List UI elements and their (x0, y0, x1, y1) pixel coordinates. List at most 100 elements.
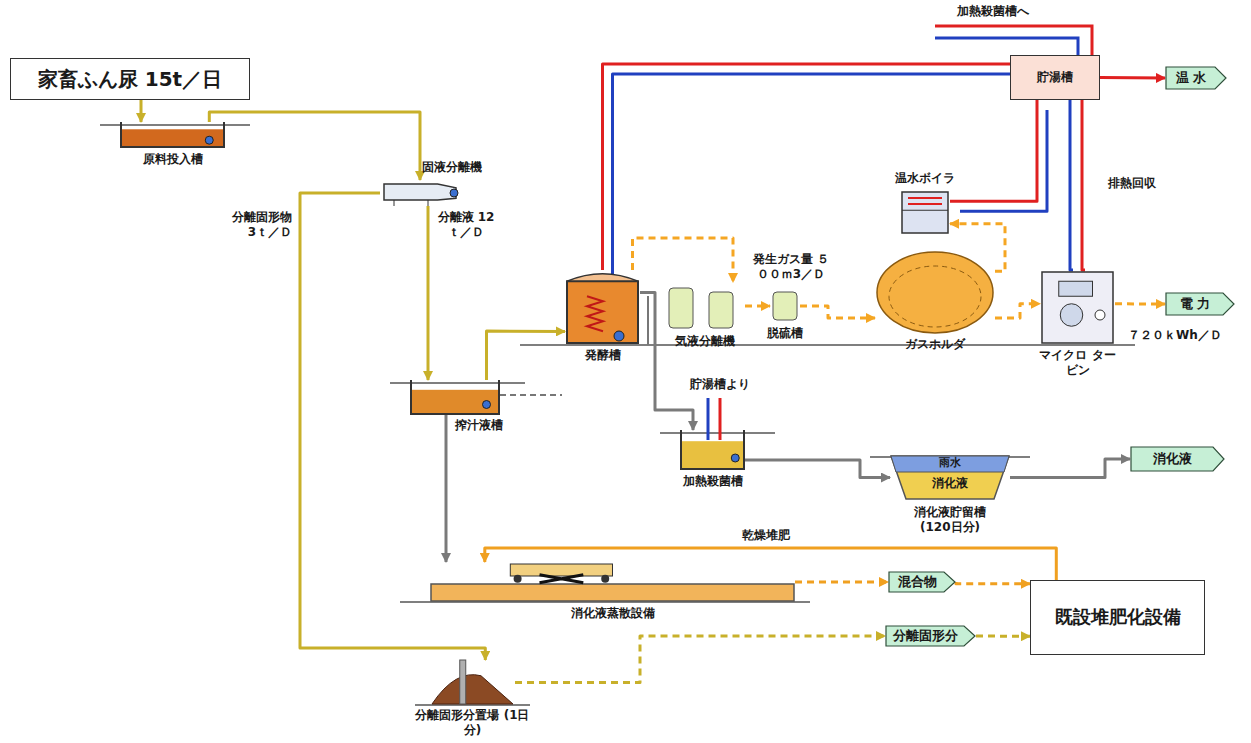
gas-holder: ガスホルダ (875, 250, 995, 335)
flow-rate-label: 分離液 12ｔ／Ｄ (434, 210, 498, 240)
node-label: 分離固形分 (893, 628, 958, 644)
flow-rate-label: 分離固形物 3ｔ／Ｄ (220, 210, 294, 240)
node-label: 原料投入槽 (120, 152, 225, 167)
note-label: 貯湯槽より (688, 377, 752, 392)
hot-water-tank: 貯湯槽 (1010, 55, 1100, 100)
pipe-line (950, 100, 1047, 211)
node-label: 固液分離機 (422, 160, 482, 175)
solids-yard: 分離固形分置場 (1日分) (430, 660, 515, 705)
pipe-line (956, 582, 1030, 584)
pipe-path (445, 415, 448, 562)
pipe-path (487, 331, 566, 380)
separator-shape (380, 180, 460, 206)
pipe-path (995, 304, 1040, 318)
pipe-path (427, 206, 430, 380)
pipe-path (633, 238, 734, 282)
node-label: 気液分離機 (665, 334, 745, 349)
pipe-line (1115, 303, 1165, 304)
pipe-line (485, 548, 1057, 580)
flow-rate-label: 乾燥堆肥 (740, 528, 792, 543)
pipe-path (1010, 459, 1130, 478)
source-box: 家畜ふん尿 15t／日 (10, 58, 250, 100)
pipe-path (515, 636, 885, 683)
support-post (647, 296, 649, 345)
pipe-path (950, 100, 1037, 201)
pipe-line (428, 206, 429, 380)
pipe-line (1010, 459, 1130, 478)
node-label: 貯湯槽 (1037, 70, 1073, 85)
evaporation-bed-shape (430, 562, 795, 602)
overflow-line (500, 394, 562, 396)
node-label: 消化液蒸散設備 (430, 606, 795, 621)
node-label: 温 水 (1176, 70, 1207, 86)
fermenter-shape (565, 270, 640, 345)
node-label: 既設堆肥化設備 (1055, 606, 1181, 629)
pipe-path (745, 305, 770, 308)
pipe-path (960, 110, 1047, 211)
pipe-line (745, 460, 890, 478)
desulfurizer-shape (770, 290, 800, 322)
node-label: 混合物 (898, 574, 937, 590)
pipe-path (141, 100, 142, 122)
output-arrow: 電 力 (1165, 292, 1235, 316)
pipe-path (209, 112, 420, 180)
pipe-path (1100, 76, 1165, 80)
pipe-line (1070, 100, 1085, 270)
output-arrow: 消化液 (1130, 446, 1225, 472)
node-label: 消化液 (890, 476, 1010, 491)
pipe-line (795, 582, 888, 583)
pipe-line (446, 415, 447, 562)
feed-tank: 原料投入槽 (120, 122, 225, 148)
pipe-line (976, 636, 1030, 637)
pipe-line (487, 331, 566, 380)
digestate-pond: 雨水消化液消化液貯留槽 (120日分) (890, 455, 1010, 500)
pipe-line (603, 64, 1021, 280)
desulfurizer: 脱硫槽 (770, 290, 800, 322)
note-label: 排熱回収 (1106, 176, 1158, 191)
node-label: 温水ボイラ (888, 171, 962, 186)
node-label: 分離固形分置場 (1日分) (415, 708, 530, 738)
sterilizer-tank-shape (680, 430, 745, 470)
node-label: マイクロ タービン (1035, 348, 1120, 378)
pipe-path (485, 548, 1057, 580)
pipe-line (141, 100, 142, 122)
pipe-line (745, 306, 770, 307)
pipe-path (1115, 302, 1165, 305)
pipe-path (745, 460, 890, 478)
separator: 固液分離機 (380, 180, 460, 206)
note-label: 加熱殺菌槽へ (955, 4, 1031, 19)
solids-yard-shape (430, 660, 515, 705)
micro-turbine-shape (1040, 270, 1115, 345)
node-label: 電 力 (1180, 296, 1211, 312)
pipe-path (956, 582, 1030, 584)
node-label: 脱硫槽 (758, 326, 812, 341)
node-label: 加熱殺菌槽 (675, 474, 750, 489)
output-arrow: 混合物 (888, 571, 956, 593)
micro-turbine: マイクロ タービン (1040, 270, 1115, 345)
juice-tank: 搾汁液槽 (410, 380, 500, 415)
flow-rate-label: 発生ガス量 ５００ｍ3／Ｄ (750, 252, 832, 282)
node-label: 発酵槽 (565, 348, 640, 363)
node-label: 消化液 (1153, 451, 1192, 467)
node-label: 雨水 (890, 456, 1010, 470)
hot-water-boiler: 温水ボイラ (900, 190, 950, 235)
gas-liquid-separator: 気液分離機 (665, 282, 745, 330)
note-label: ７２０ｋWh／Ｄ (1126, 328, 1224, 343)
pipe-path (1070, 100, 1073, 270)
fermenter: 発酵槽 (565, 270, 640, 345)
evaporation-bed: 消化液蒸散設備 (430, 562, 795, 602)
sterilizer-tank: 加熱殺菌槽 (680, 430, 745, 470)
output-arrow: 温 水 (1165, 66, 1227, 90)
pipe-path (800, 306, 875, 318)
node-label: 消化液貯留槽 (120日分) (900, 505, 1000, 535)
compost-facility: 既設堆肥化設備 (1030, 580, 1205, 655)
pipe-line (209, 112, 420, 180)
pipe-line (800, 306, 875, 318)
gas-liquid-separator-shape (665, 282, 745, 330)
pipe-line (515, 636, 885, 683)
feed-tank-shape (120, 122, 225, 148)
pipe-path (976, 635, 1030, 638)
juice-tank-shape (410, 380, 500, 415)
node-label: 搾汁液槽 (455, 418, 503, 433)
